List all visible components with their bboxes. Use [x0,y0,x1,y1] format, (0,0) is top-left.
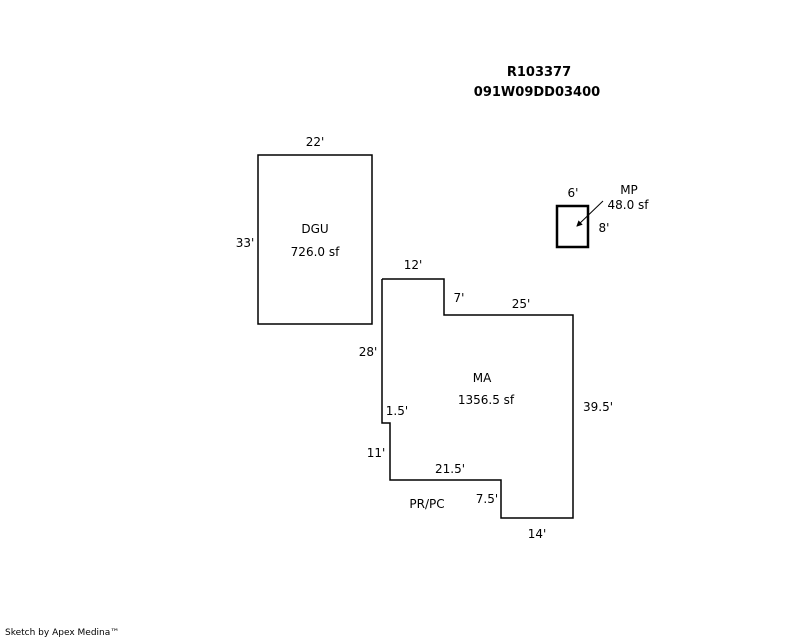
mp-pointer-arrow [576,200,604,227]
ma-top-right-label: 25' [512,297,531,311]
ma-right-label: 39.5' [583,400,613,414]
mp-area-label: 48.0 sf [607,198,649,212]
ma-left-label: 28' [359,345,378,359]
ma-step-down-lower-label: 7.5' [476,492,498,506]
map-number: 091W09DD03400 [474,85,600,100]
dgu-height-label: 33' [236,236,255,250]
ma-jog-label: 1.5' [386,404,408,418]
ma-name-label: MA [473,371,492,385]
ma-top-left-label: 12' [404,258,423,272]
ma-bottom-label: 14' [528,527,547,541]
ma-outline [381,278,574,519]
mp-height-label: 8' [599,221,610,235]
dgu-area-label: 726.0 sf [291,245,340,259]
ma-area-label: 1356.5 sf [458,393,515,407]
sketch-credit: Sketch by Apex Medina™ [5,628,120,638]
mp-name-label: MP [620,183,638,197]
mp-width-label: 6' [568,186,579,200]
parcel-id: R103377 [507,65,571,80]
dgu-name-label: DGU [301,222,328,236]
dgu-outline [257,154,373,325]
ma-lower-mid-label: 21.5' [435,462,465,476]
ma-step-down-label: 7' [454,291,465,305]
porch-label: PR/PC [409,497,444,511]
ma-lower-left-label: 11' [367,446,386,460]
dgu-width-label: 22' [306,135,325,149]
mp-outline [555,204,590,249]
